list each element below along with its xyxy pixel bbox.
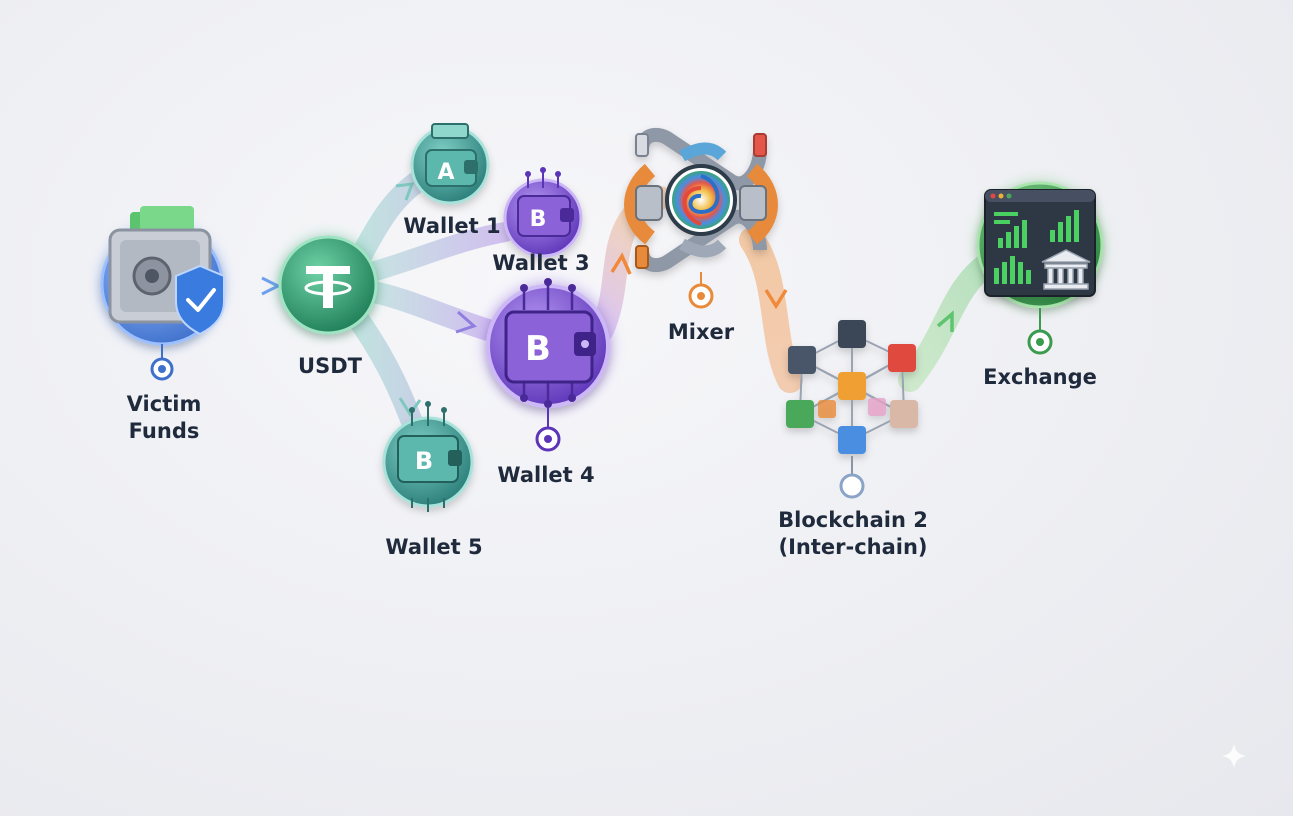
- wallet3-label: Wallet 3: [492, 251, 589, 275]
- arrow-usdt-wallet4: [455, 310, 477, 334]
- arrow-wallet4-mixer: [610, 252, 632, 275]
- node-wallet5: B Wallet 5: [382, 401, 483, 559]
- tether-token-icon: [304, 266, 352, 308]
- wallet4-letter: B: [525, 329, 551, 369]
- exchange-label: Exchange: [983, 365, 1097, 389]
- exchange-dashboard-icon: [984, 189, 1096, 297]
- wallet-icon: [425, 123, 478, 187]
- arrow-usdt-wallet5: [398, 397, 422, 417]
- sparkle-icon: [1222, 744, 1246, 768]
- mixer-pipes-icon: [624, 127, 778, 273]
- victim-label-line1: Victim: [127, 392, 202, 416]
- node-victim-funds: Victim Funds: [98, 206, 226, 443]
- wallet-icon: [504, 278, 596, 408]
- arrow-blockchain-exchange: [936, 310, 954, 332]
- node-wallet3: B Wallet 3: [492, 167, 590, 275]
- arrow-usdt-wallet1: [395, 182, 415, 201]
- node-wallet4: B Wallet 4: [482, 278, 614, 487]
- flow-blockchain-to-exchange: [898, 250, 1002, 392]
- blockchain-label-line2: (Inter-chain): [778, 535, 927, 559]
- node-wallet1: A Wallet 1: [403, 123, 501, 238]
- victim-label-line2: Funds: [129, 419, 200, 443]
- blockchain-label-line1: Blockchain 2: [778, 508, 928, 532]
- wallet-icon: [517, 167, 574, 237]
- wallet5-letter: B: [415, 447, 433, 475]
- node-usdt: USDT: [276, 233, 380, 378]
- wallet3-letter: B: [530, 207, 547, 232]
- wallet-icon: [397, 401, 462, 512]
- node-blockchain: Blockchain 2 (Inter-chain): [778, 320, 928, 559]
- flow-mixer-to-blockchain: [739, 227, 803, 393]
- wallet4-label: Wallet 4: [497, 463, 594, 487]
- wallet1-label: Wallet 1: [403, 214, 500, 238]
- usdt-label: USDT: [298, 354, 363, 378]
- blockchain-cubes-icon: [786, 320, 918, 454]
- flow-usdt-to-wallet3: [362, 222, 515, 282]
- arrow-mixer-blockchain: [764, 289, 788, 310]
- node-mixer: Mixer: [624, 127, 778, 344]
- wallet5-label: Wallet 5: [385, 535, 482, 559]
- wallet1-letter: A: [437, 160, 454, 185]
- shield-check-icon: [175, 264, 225, 336]
- blockchain-connector-dot: [839, 473, 865, 499]
- node-exchange: Exchange: [974, 179, 1106, 389]
- mixer-label: Mixer: [668, 320, 735, 344]
